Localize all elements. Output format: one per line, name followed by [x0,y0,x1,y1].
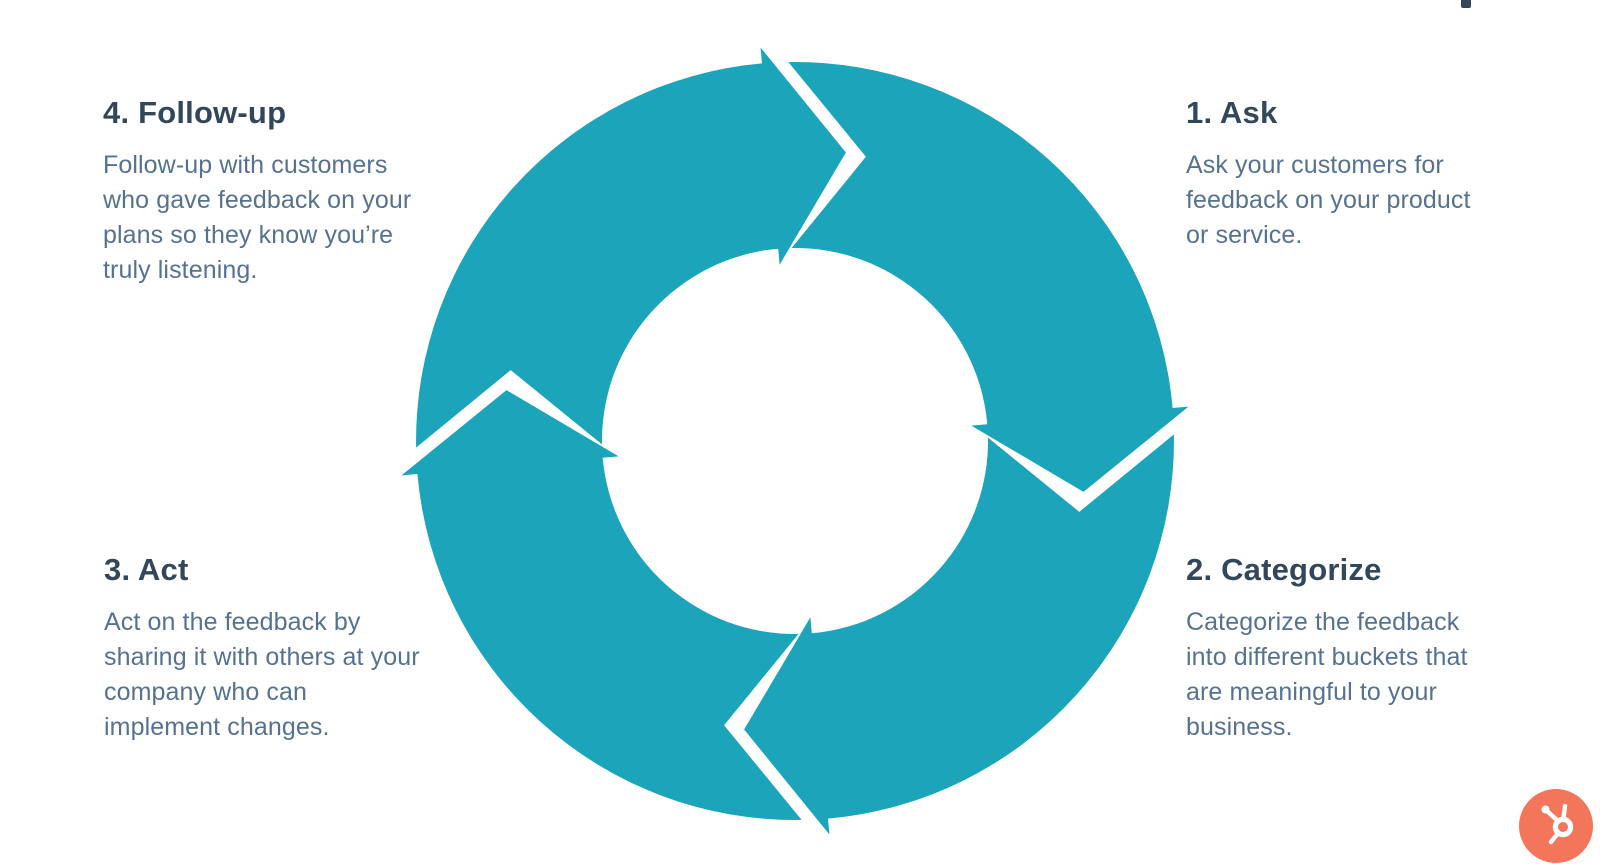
step-ask: 1. Ask Ask your customers for feedback o… [1186,95,1566,253]
step-ask-title: 1. Ask [1186,95,1278,130]
cycle-arrow-segment-top [416,47,846,448]
cycle-arrow-segment-bottom [744,434,1174,835]
step-act-title: 3. Act [104,552,189,587]
cycle-arrow-segment-right [788,62,1189,492]
step-ask-description: Ask your customers for feedback on your … [1186,151,1471,249]
step-categorize-title: 2. Categorize [1186,552,1382,587]
cycle-arrow-segment-left [401,390,802,820]
step-categorize: 2. Categorize Categorize the feedback in… [1186,552,1566,745]
step-follow-up: 4. Follow-up Follow-up with customers wh… [103,95,503,288]
hubspot-sprocket-icon [1541,803,1574,845]
step-act-description: Act on the feedback by sharing it with o… [104,608,420,741]
step-follow-up-description: Follow-up with customers who gave feedba… [103,151,412,284]
hubspot-logo-badge [1519,789,1593,863]
step-act: 3. Act Act on the feedback by sharing it… [104,552,504,745]
step-categorize-description: Categorize the feedback into different b… [1186,608,1468,741]
step-follow-up-title: 4. Follow-up [103,95,287,130]
cropped-title-fragment [1461,0,1471,8]
